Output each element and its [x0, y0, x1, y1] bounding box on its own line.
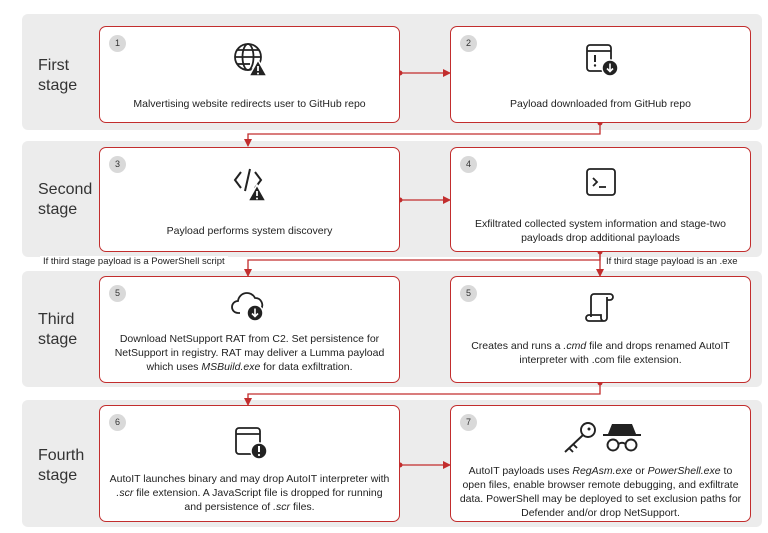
card-text: Creates and runs a .cmd file and drops r… — [471, 340, 730, 366]
card-text: AutoIT launches binary and may drop Auto… — [109, 473, 390, 513]
card-6: 6 AutoIT launches binary and may drop Au… — [99, 405, 400, 522]
code-warning-icon — [233, 168, 267, 202]
scroll-icon — [584, 293, 614, 322]
step-number: 1 — [109, 35, 126, 52]
terminal-icon — [585, 168, 616, 196]
window-download-icon — [585, 44, 619, 77]
step-number: 5 — [460, 285, 477, 302]
card-2: 2 Payload downloaded from GitHub repo — [450, 26, 751, 123]
card-5-powershell: 5 Download NetSupport RAT from C2. Set p… — [99, 276, 400, 383]
step-number: 3 — [109, 156, 126, 173]
card-7: 7 AutoIT payloads uses RegAsm.exe or Pow… — [450, 405, 751, 522]
card-4: 4 Exfiltrated collected system informati… — [450, 147, 751, 252]
step-number: 2 — [460, 35, 477, 52]
card-text: Malvertising website redirects user to G… — [133, 98, 366, 110]
condition-left-label: If third stage payload is a PowerShell s… — [40, 256, 228, 268]
cloud-download-icon — [230, 292, 264, 322]
card-3: 3 Payload performs system discovery — [99, 147, 400, 252]
arrow-5-6 — [244, 383, 601, 406]
condition-right-label: If third stage payload is an .exe — [606, 256, 738, 267]
step-number: 5 — [109, 285, 126, 302]
card-5-exe: 5 Creates and runs a .cmd file and drops… — [450, 276, 751, 383]
key-spy-icon — [563, 422, 641, 453]
arrow-4-5a — [244, 252, 601, 277]
step-number: 7 — [460, 414, 477, 431]
card-text: Payload performs system discovery — [166, 225, 333, 237]
card-1: 1 Malvertising website redirects user to… — [99, 26, 400, 123]
card-text: AutoIT payloads uses RegAsm.exe or Power… — [459, 465, 742, 519]
card-text: Payload downloaded from GitHub repo — [510, 98, 691, 110]
arrow-2-3 — [244, 123, 601, 147]
window-alert-icon — [234, 427, 268, 460]
step-number: 6 — [109, 414, 126, 431]
globe-warning-icon — [233, 43, 268, 77]
step-number: 4 — [460, 156, 477, 173]
card-text: Download NetSupport RAT from C2. Set per… — [114, 333, 385, 373]
card-text: Exfiltrated collected system information… — [475, 218, 726, 244]
